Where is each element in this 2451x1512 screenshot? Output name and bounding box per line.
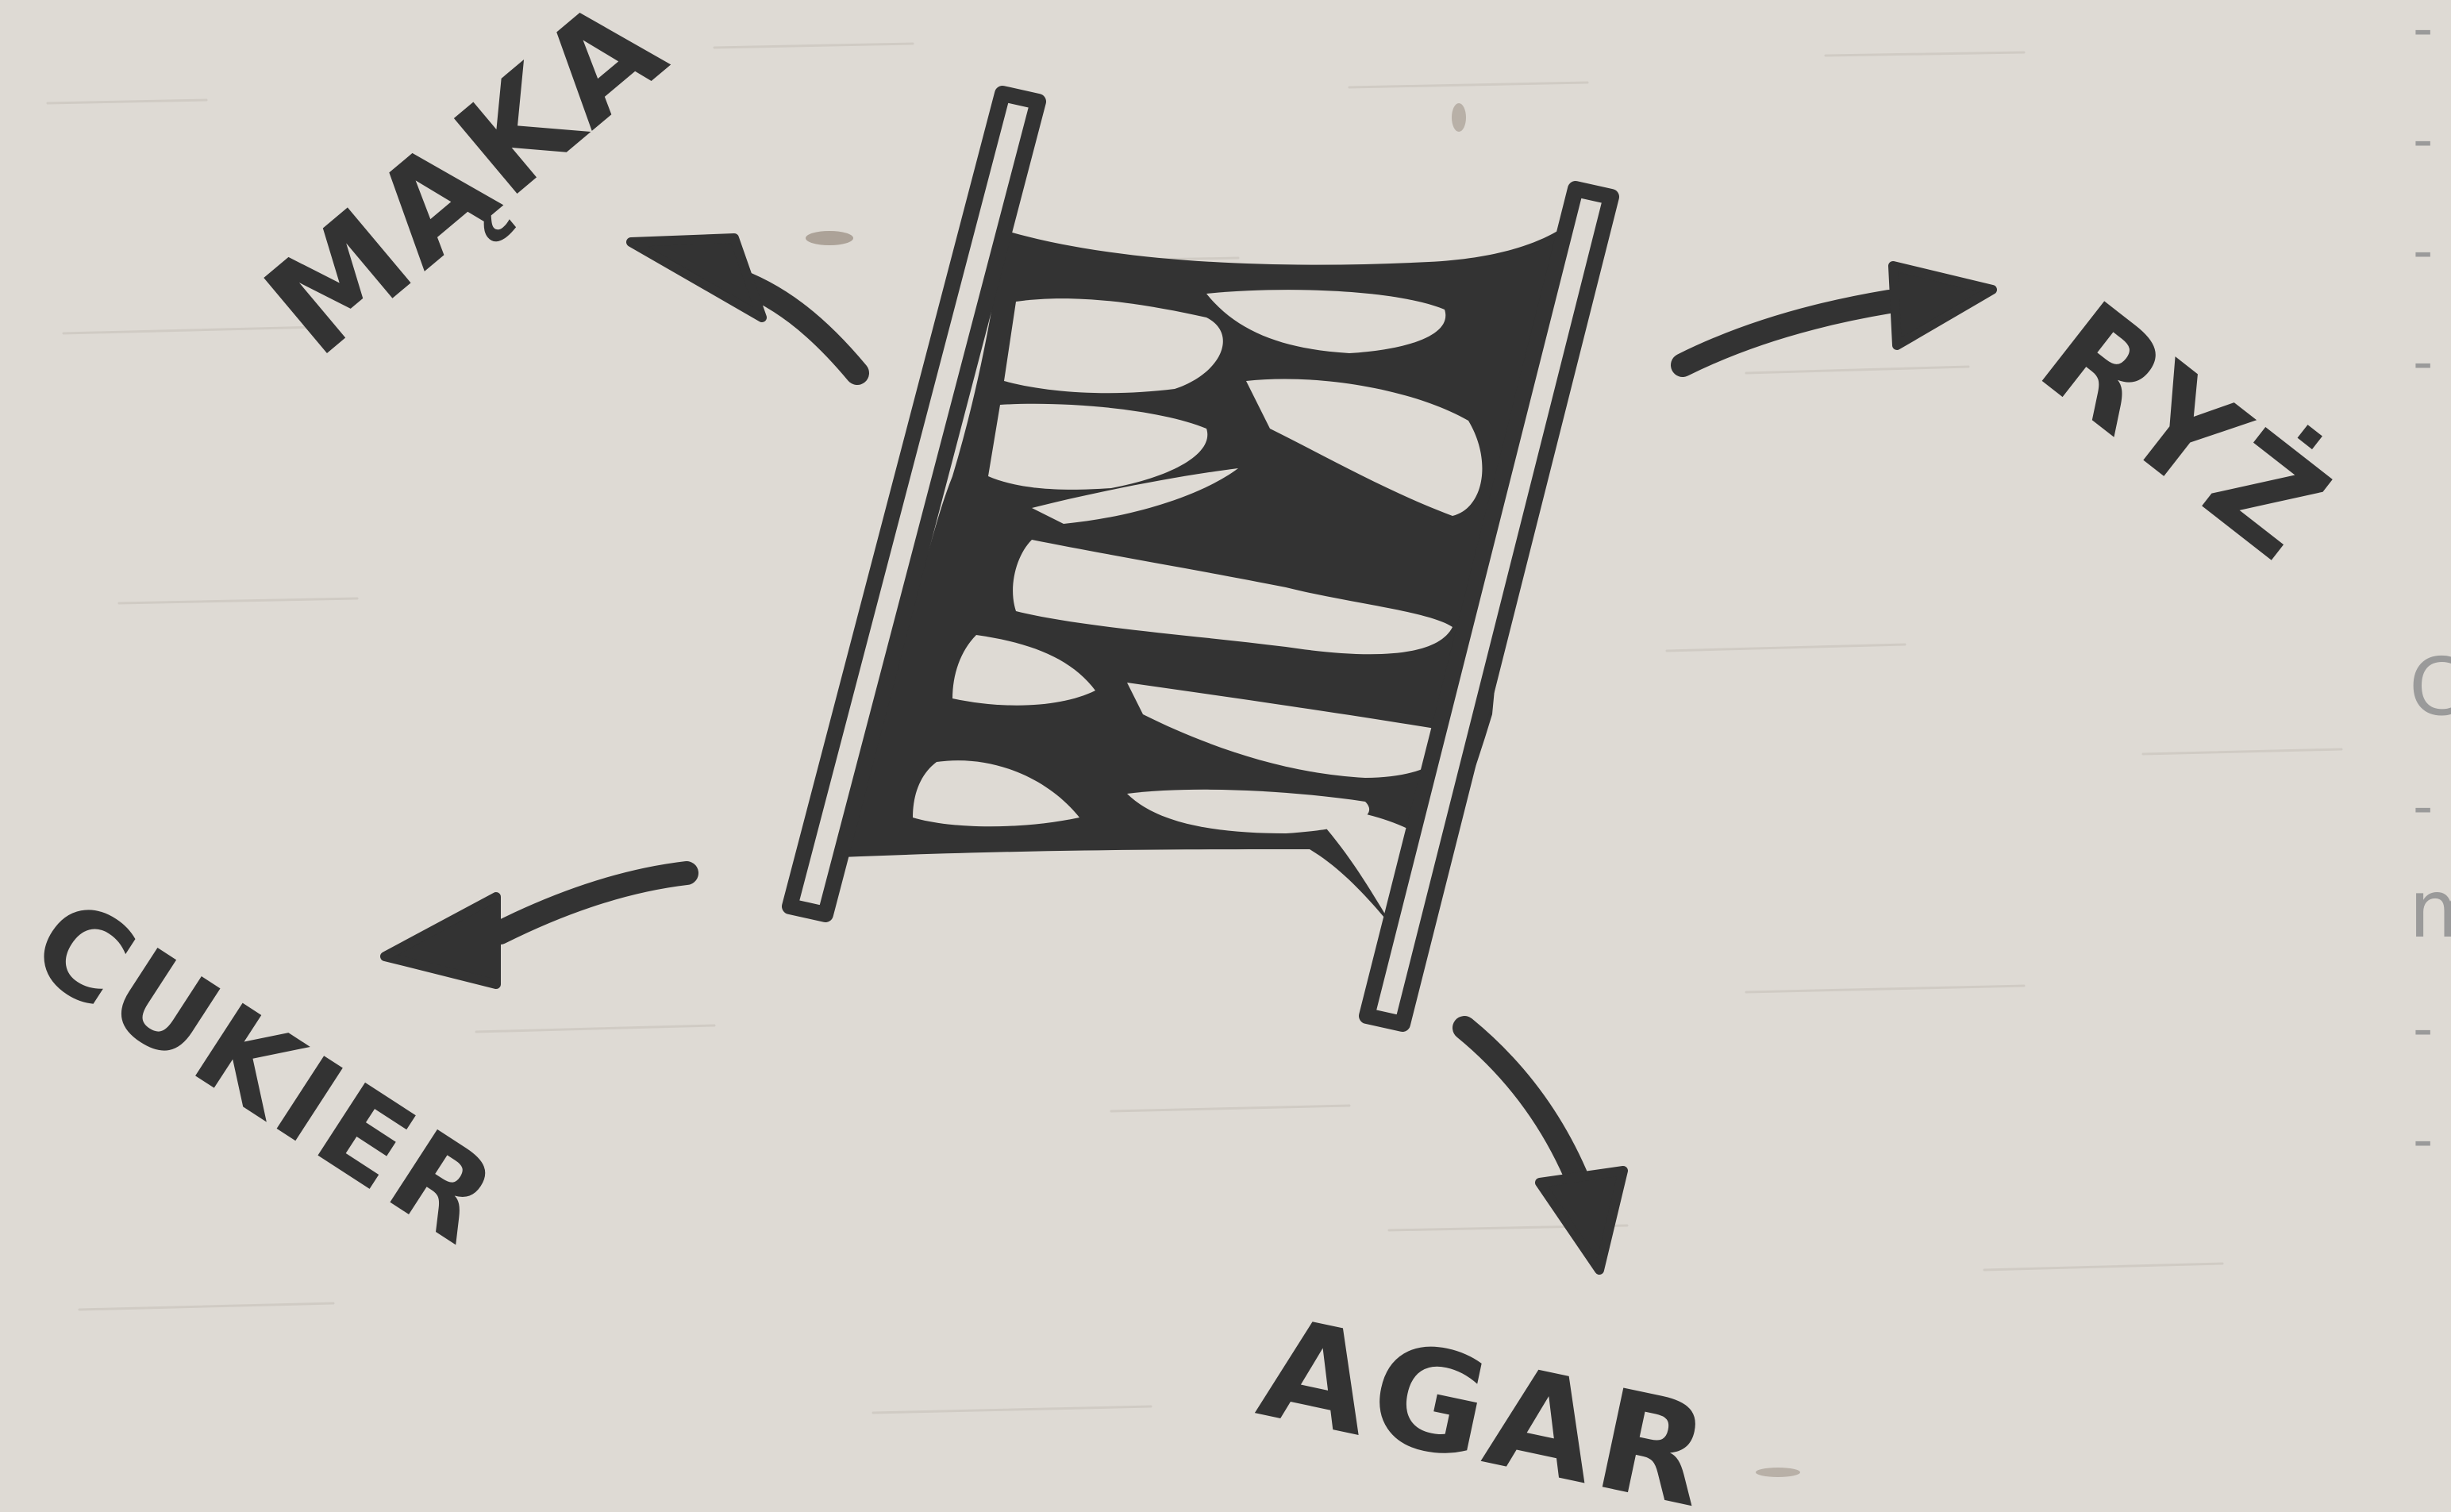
label-agar: AGAR: [1247, 1288, 1726, 1512]
label-ryz: RYŻ: [2011, 271, 2360, 594]
arrow-icon-to-agar: [1464, 1028, 1623, 1270]
arrow-icon-to-ryz: [1683, 266, 1992, 365]
ladder-icon: [790, 94, 1611, 1024]
margin-dash-1: -: [2413, 0, 2433, 61]
margin-dash-3: -: [2413, 218, 2433, 283]
margin-dash-5: -: [2413, 774, 2433, 839]
margin-dash-2: -: [2413, 107, 2433, 172]
right-margin-fragments: - - - - C - m - -: [2409, 0, 2451, 1172]
margin-letter-m: m: [2409, 863, 2451, 956]
arrow-icon-to-maka: [631, 238, 857, 373]
margin-dash-7: -: [2413, 1107, 2433, 1172]
label-maka: MĄKA: [237, 0, 696, 386]
margin-dash-6: -: [2413, 996, 2433, 1061]
margin-letter-c: C: [2409, 641, 2451, 733]
margin-dash-4: -: [2413, 329, 2433, 394]
arrow-icon-to-cukier: [385, 873, 687, 984]
